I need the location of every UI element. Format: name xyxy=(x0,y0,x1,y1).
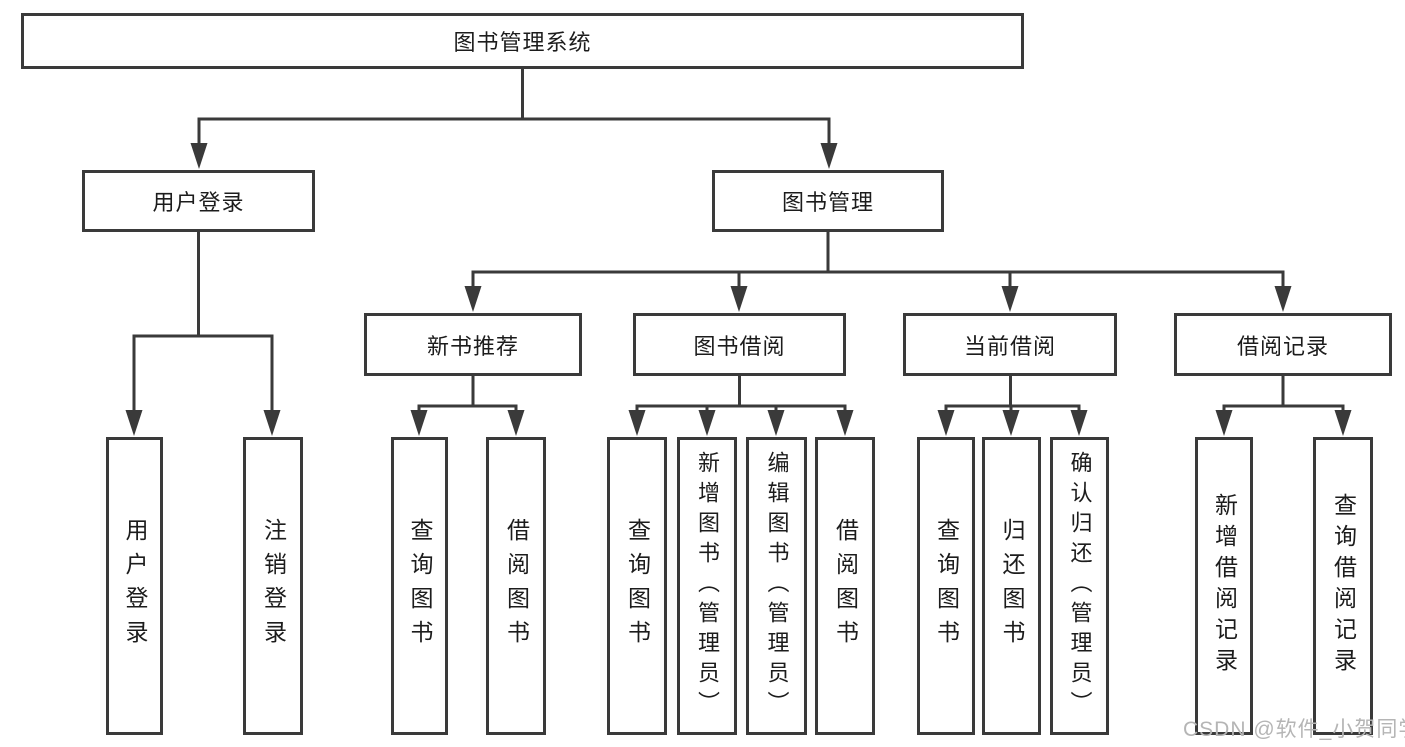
node-leaf-query-books-borrowing: 查询图书 xyxy=(607,437,667,735)
node-user-login: 用户登录 xyxy=(82,170,315,232)
node-leaf-query-books-current: 查询图书 xyxy=(917,437,975,735)
node-leaf-label: 确认归还（管理员） xyxy=(1067,451,1093,721)
csdn-watermark: CSDN @软件_小贺同学 xyxy=(1183,718,1405,741)
node-leaf-label: 注销登录 xyxy=(260,518,287,654)
node-current-borrowing: 当前借阅 xyxy=(903,313,1117,376)
node-leaf-label: 查询图书 xyxy=(933,518,960,654)
node-leaf-logout: 注销登录 xyxy=(243,437,303,735)
node-leaf-query-borrow-record: 查询借阅记录 xyxy=(1313,437,1373,735)
node-leaf-label: 查询图书 xyxy=(624,518,651,654)
node-leaf-label: 用户登录 xyxy=(122,518,148,654)
node-leaf-borrow-books-borrowing: 借阅图书 xyxy=(815,437,875,735)
node-leaf-label: 借阅图书 xyxy=(503,518,530,654)
node-leaf-add-books-admin: 新增图书（管理员） xyxy=(677,437,737,735)
node-borrowing-records: 借阅记录 xyxy=(1174,313,1392,376)
node-leaf-user-login: 用户登录 xyxy=(106,437,163,735)
node-leaf-add-borrow-record: 新增借阅记录 xyxy=(1195,437,1253,735)
node-leaf-label: 查询借阅记录 xyxy=(1330,493,1357,679)
node-book-management: 图书管理 xyxy=(712,170,944,232)
node-leaf-return-books: 归还图书 xyxy=(982,437,1041,735)
node-leaf-confirm-return-admin: 确认归还（管理员） xyxy=(1050,437,1109,735)
node-leaf-borrow-books-recommend: 借阅图书 xyxy=(486,437,546,735)
node-leaf-query-books-recommend: 查询图书 xyxy=(391,437,448,735)
node-leaf-label: 新增借阅记录 xyxy=(1211,493,1238,679)
node-leaf-label: 编辑图书（管理员） xyxy=(764,451,790,721)
node-leaf-label: 归还图书 xyxy=(999,518,1025,654)
node-book-borrowing: 图书借阅 xyxy=(633,313,846,376)
node-leaf-edit-books-admin: 编辑图书（管理员） xyxy=(746,437,807,735)
node-leaf-label: 新增图书（管理员） xyxy=(695,451,720,721)
node-new-book-recommendation: 新书推荐 xyxy=(364,313,582,376)
node-leaf-label: 查询图书 xyxy=(407,518,433,654)
node-root: 图书管理系统 xyxy=(21,13,1024,69)
node-leaf-label: 借阅图书 xyxy=(832,518,859,654)
